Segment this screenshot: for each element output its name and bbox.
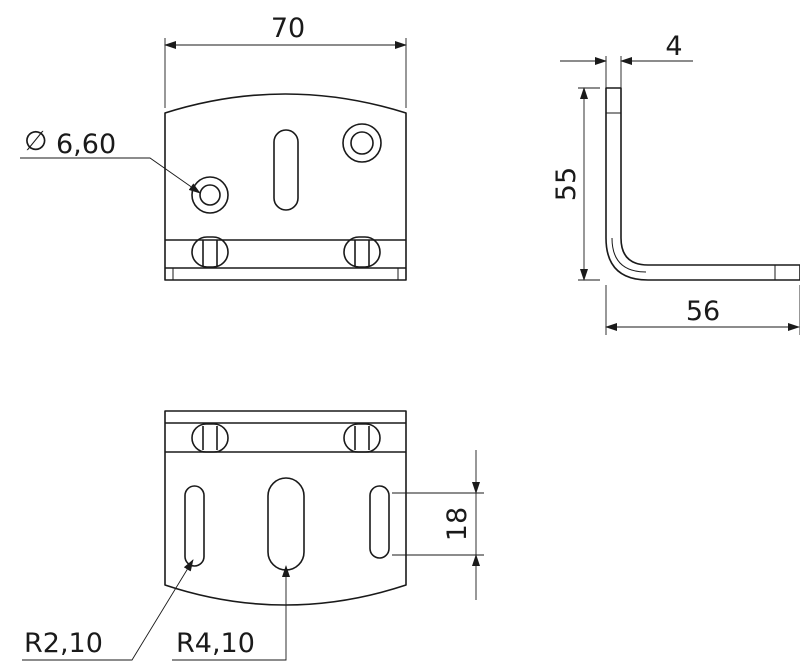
bottom-view-outline bbox=[164, 410, 407, 606]
leader-r2 bbox=[22, 559, 194, 661]
center-slot bbox=[273, 129, 299, 211]
leader-diameter bbox=[20, 157, 201, 194]
dim-slot-length: 18 bbox=[442, 507, 473, 541]
dim-hole-diameter: 6,60 bbox=[56, 129, 116, 160]
top-view-outline bbox=[164, 93, 407, 281]
bottom-view: 18 R2,10 R4,10 bbox=[22, 410, 484, 661]
dim-depth-side: 56 bbox=[686, 296, 720, 327]
leader-r4 bbox=[172, 565, 290, 661]
dim-thickness: 4 bbox=[665, 31, 682, 62]
bottom-rib-left bbox=[191, 423, 229, 453]
slot-small-left bbox=[184, 485, 205, 567]
bottom-rib-right bbox=[343, 423, 381, 453]
side-view: 4 55 56 bbox=[551, 31, 800, 335]
round-hole-icon bbox=[191, 176, 229, 214]
countersunk-hole-icon bbox=[342, 123, 382, 163]
bend-rib-left bbox=[191, 236, 229, 268]
bend-rib-right bbox=[343, 236, 381, 268]
dim-radius-small: R2,10 bbox=[24, 628, 103, 659]
slot-small-right bbox=[369, 485, 390, 559]
slot-large-center bbox=[267, 477, 305, 571]
diameter-symbol: ∅ bbox=[24, 126, 48, 157]
dim-width-top: 70 bbox=[271, 13, 305, 44]
dim-radius-large: R4,10 bbox=[176, 628, 255, 659]
dim-height-side: 55 bbox=[551, 167, 582, 201]
side-view-outline bbox=[605, 87, 800, 281]
top-view: 70 ∅ 6,60 bbox=[20, 13, 407, 281]
